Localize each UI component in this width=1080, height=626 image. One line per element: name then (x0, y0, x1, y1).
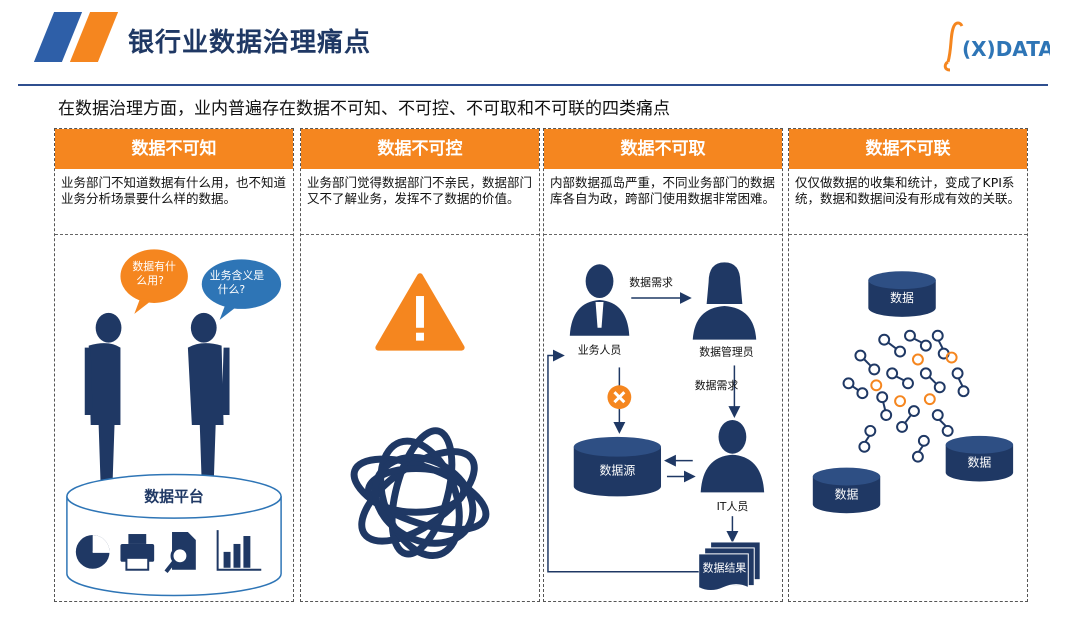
request-label-top: 数据需求 (629, 275, 673, 289)
pain-point-uncontrollable: 数据不可控 业务部门觉得数据部门不亲民，数据部门又不了解业务，发挥不了数据的价值… (300, 128, 540, 602)
data-manager-label: 数据管理员 (699, 345, 754, 359)
business-person-icon (569, 264, 630, 336)
unknowable-illustration: 数据有什 么用? 业务含义是 什么? 数据平台 (66, 249, 282, 597)
header-divider (18, 84, 1048, 86)
svg-text:数据有什: 数据有什 (132, 259, 176, 273)
request-label-side: 数据需求 (695, 378, 739, 392)
svg-text:业务含义是: 业务含义是 (210, 268, 265, 282)
column-title: 数据不可控 (301, 129, 539, 169)
database-icon-left (812, 467, 881, 514)
column-title: 数据不可取 (544, 129, 782, 169)
it-person-icon (700, 419, 765, 493)
page-subtitle: 在数据治理方面，业内普遍存在数据不可知、不可控、不可取和不可联的四类痛点 (58, 99, 670, 119)
data-source-label: 数据源 (600, 464, 636, 478)
database-icon-top (868, 271, 936, 317)
blocked-icon (607, 385, 632, 410)
svg-text:么用?: 么用? (136, 274, 164, 287)
printer-icon (120, 534, 155, 571)
pain-point-unobtainable: 数据不可取 内部数据孤岛严重，不同业务部门的数据库各自为政，跨部门使用数据非常困… (543, 128, 783, 602)
column-description: 内部数据孤岛严重，不同业务部门的数据库各自为政，跨部门使用数据非常困难。 (544, 169, 782, 235)
brand-logo: (X)DATA (943, 21, 1050, 72)
data-result-label: 数据结果 (703, 561, 747, 575)
column-description: 仅仅做数据的收集和统计，变成了KPI系统，数据和数据间没有形成有效的关联。 (789, 169, 1027, 235)
speech-bubble-left: 数据有什 么用? (120, 249, 188, 314)
unobtainable-flow-diagram: 业务人员 数据管理员 数据需求 数据需求 数据源 (547, 262, 765, 592)
uncontrollable-illustration (350, 273, 490, 560)
pain-point-unconnectable: 数据不可联 仅仅做数据的收集和统计，变成了KPI系统，数据和数据间没有形成有效的… (788, 128, 1028, 602)
unconnectable-illustration: 数据 数据 数据 (812, 271, 1014, 514)
document-search-icon (164, 532, 196, 573)
database-label-left: 数据 (835, 487, 859, 501)
person-left-icon (84, 312, 122, 485)
disconnected-nodes-icon (842, 329, 970, 463)
column-description: 业务部门不知道数据有什么用，也不知道业务分析场景要什么样的数据。 (55, 169, 293, 235)
brand-text: (X)DATA (962, 37, 1050, 61)
business-person-label: 业务人员 (578, 344, 622, 357)
column-description: 业务部门觉得数据部门不亲民，数据部门又不了解业务，发挥不了数据的价值。 (301, 169, 539, 235)
data-source-cylinder (573, 436, 662, 497)
database-icon-right (945, 435, 1014, 482)
column-title: 数据不可联 (789, 129, 1027, 169)
data-result-documents (698, 541, 761, 592)
warning-icon (375, 273, 465, 351)
pie-chart-icon (75, 535, 110, 569)
column-title: 数据不可知 (55, 129, 293, 169)
svg-text:什么?: 什么? (218, 283, 246, 296)
tangle-icon (350, 427, 490, 560)
bar-chart-icon (216, 530, 262, 571)
it-person-label: IT人员 (717, 500, 749, 513)
platform-label: 数据平台 (144, 487, 204, 505)
person-right-icon (187, 312, 230, 485)
page-title: 银行业数据治理痛点 (128, 28, 372, 58)
speech-bubble-right: 业务含义是 什么? (201, 259, 282, 320)
data-manager-icon (692, 262, 757, 340)
database-label-right: 数据 (968, 456, 992, 470)
database-label-top: 数据 (890, 291, 914, 305)
pain-point-unknowable: 数据不可知 业务部门不知道数据有什么用，也不知道业务分析场景要什么样的数据。 数… (54, 128, 294, 602)
